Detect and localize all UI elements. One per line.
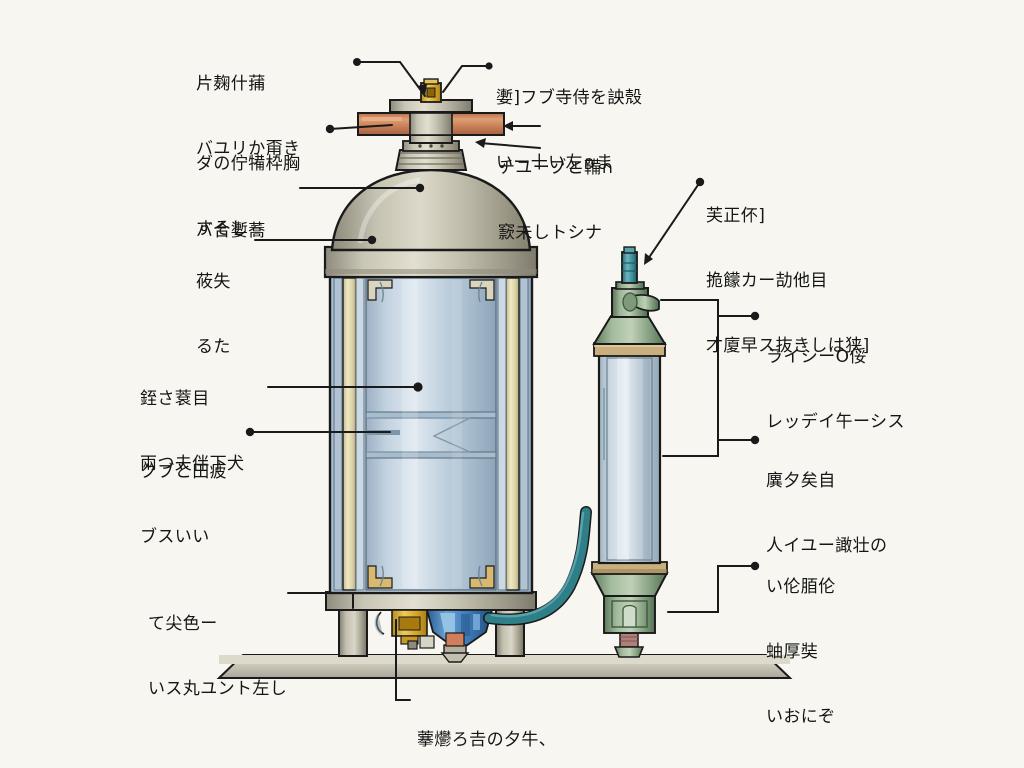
lower-flange xyxy=(325,591,537,611)
teal-hose xyxy=(483,506,592,626)
leader-lines xyxy=(245,58,760,701)
callout-top-left-3: バ合嬱蕎 xyxy=(196,220,266,241)
accumulator-stem xyxy=(621,246,638,284)
callout-top-right-1: 嬱]フブ寺侍を詇殼 いー十い左∩ま xyxy=(496,87,643,173)
accumulator-shoulder xyxy=(592,315,667,345)
drain-manifold xyxy=(374,609,494,663)
callout-mid-left-1: 銍さ蔉目 兩つ夫伴下犬 xyxy=(140,388,245,474)
drain-fitting xyxy=(440,632,470,663)
copper-crossbar xyxy=(357,112,505,136)
support-leg-left xyxy=(338,606,368,657)
callout-top-left-4: 莜失 るた xyxy=(196,271,231,357)
callout-right-2: ライシーО俀 レッデイ午ーシス xyxy=(766,346,905,432)
threaded-collar xyxy=(394,140,468,171)
accumulator-cylinder xyxy=(597,353,662,565)
callout-right-4: い伦脜伦 蚰厚奘 いおにぞ xyxy=(766,576,836,728)
gold-fitting xyxy=(391,609,428,645)
side-stub xyxy=(407,635,435,650)
callout-top-left-2: ダの佇犕枠胸 すそし xyxy=(196,153,301,239)
blue-manifold xyxy=(425,609,494,647)
cream-rod-left xyxy=(333,277,365,591)
callout-top-left-1: 片麹什蒱 バユリか甭き xyxy=(196,73,301,159)
base-plate xyxy=(216,654,793,679)
accumulator-port xyxy=(613,632,645,658)
shoulder-collar xyxy=(323,245,539,279)
cream-rod-right xyxy=(497,277,529,591)
callout-lower-left-1: て尖色ー いス丸ユント左し xyxy=(148,613,288,699)
outer-shell xyxy=(328,273,534,595)
callout-bottom-center: 藆爩ろ𠮷の夕牛、 バフカガ ブヵイシ伦しま xyxy=(417,729,557,750)
accumulator-valve-body xyxy=(611,281,660,318)
callout-top-right-2: チユーブと鞴∩ 窾未しトシナ xyxy=(498,157,615,243)
callout-right-1: 芙正伓] 㧪饛カー劼他目 才廈早ス抜きしは狭] xyxy=(706,205,870,357)
callout-mid-left-2: クブと田疲 ブスいい xyxy=(140,461,227,547)
accumulator-bottom-cone xyxy=(590,572,669,597)
accumulator-bottom xyxy=(603,594,656,634)
callout-right-3: 廙夕矣自 人イユー譀壮の xyxy=(766,470,888,556)
